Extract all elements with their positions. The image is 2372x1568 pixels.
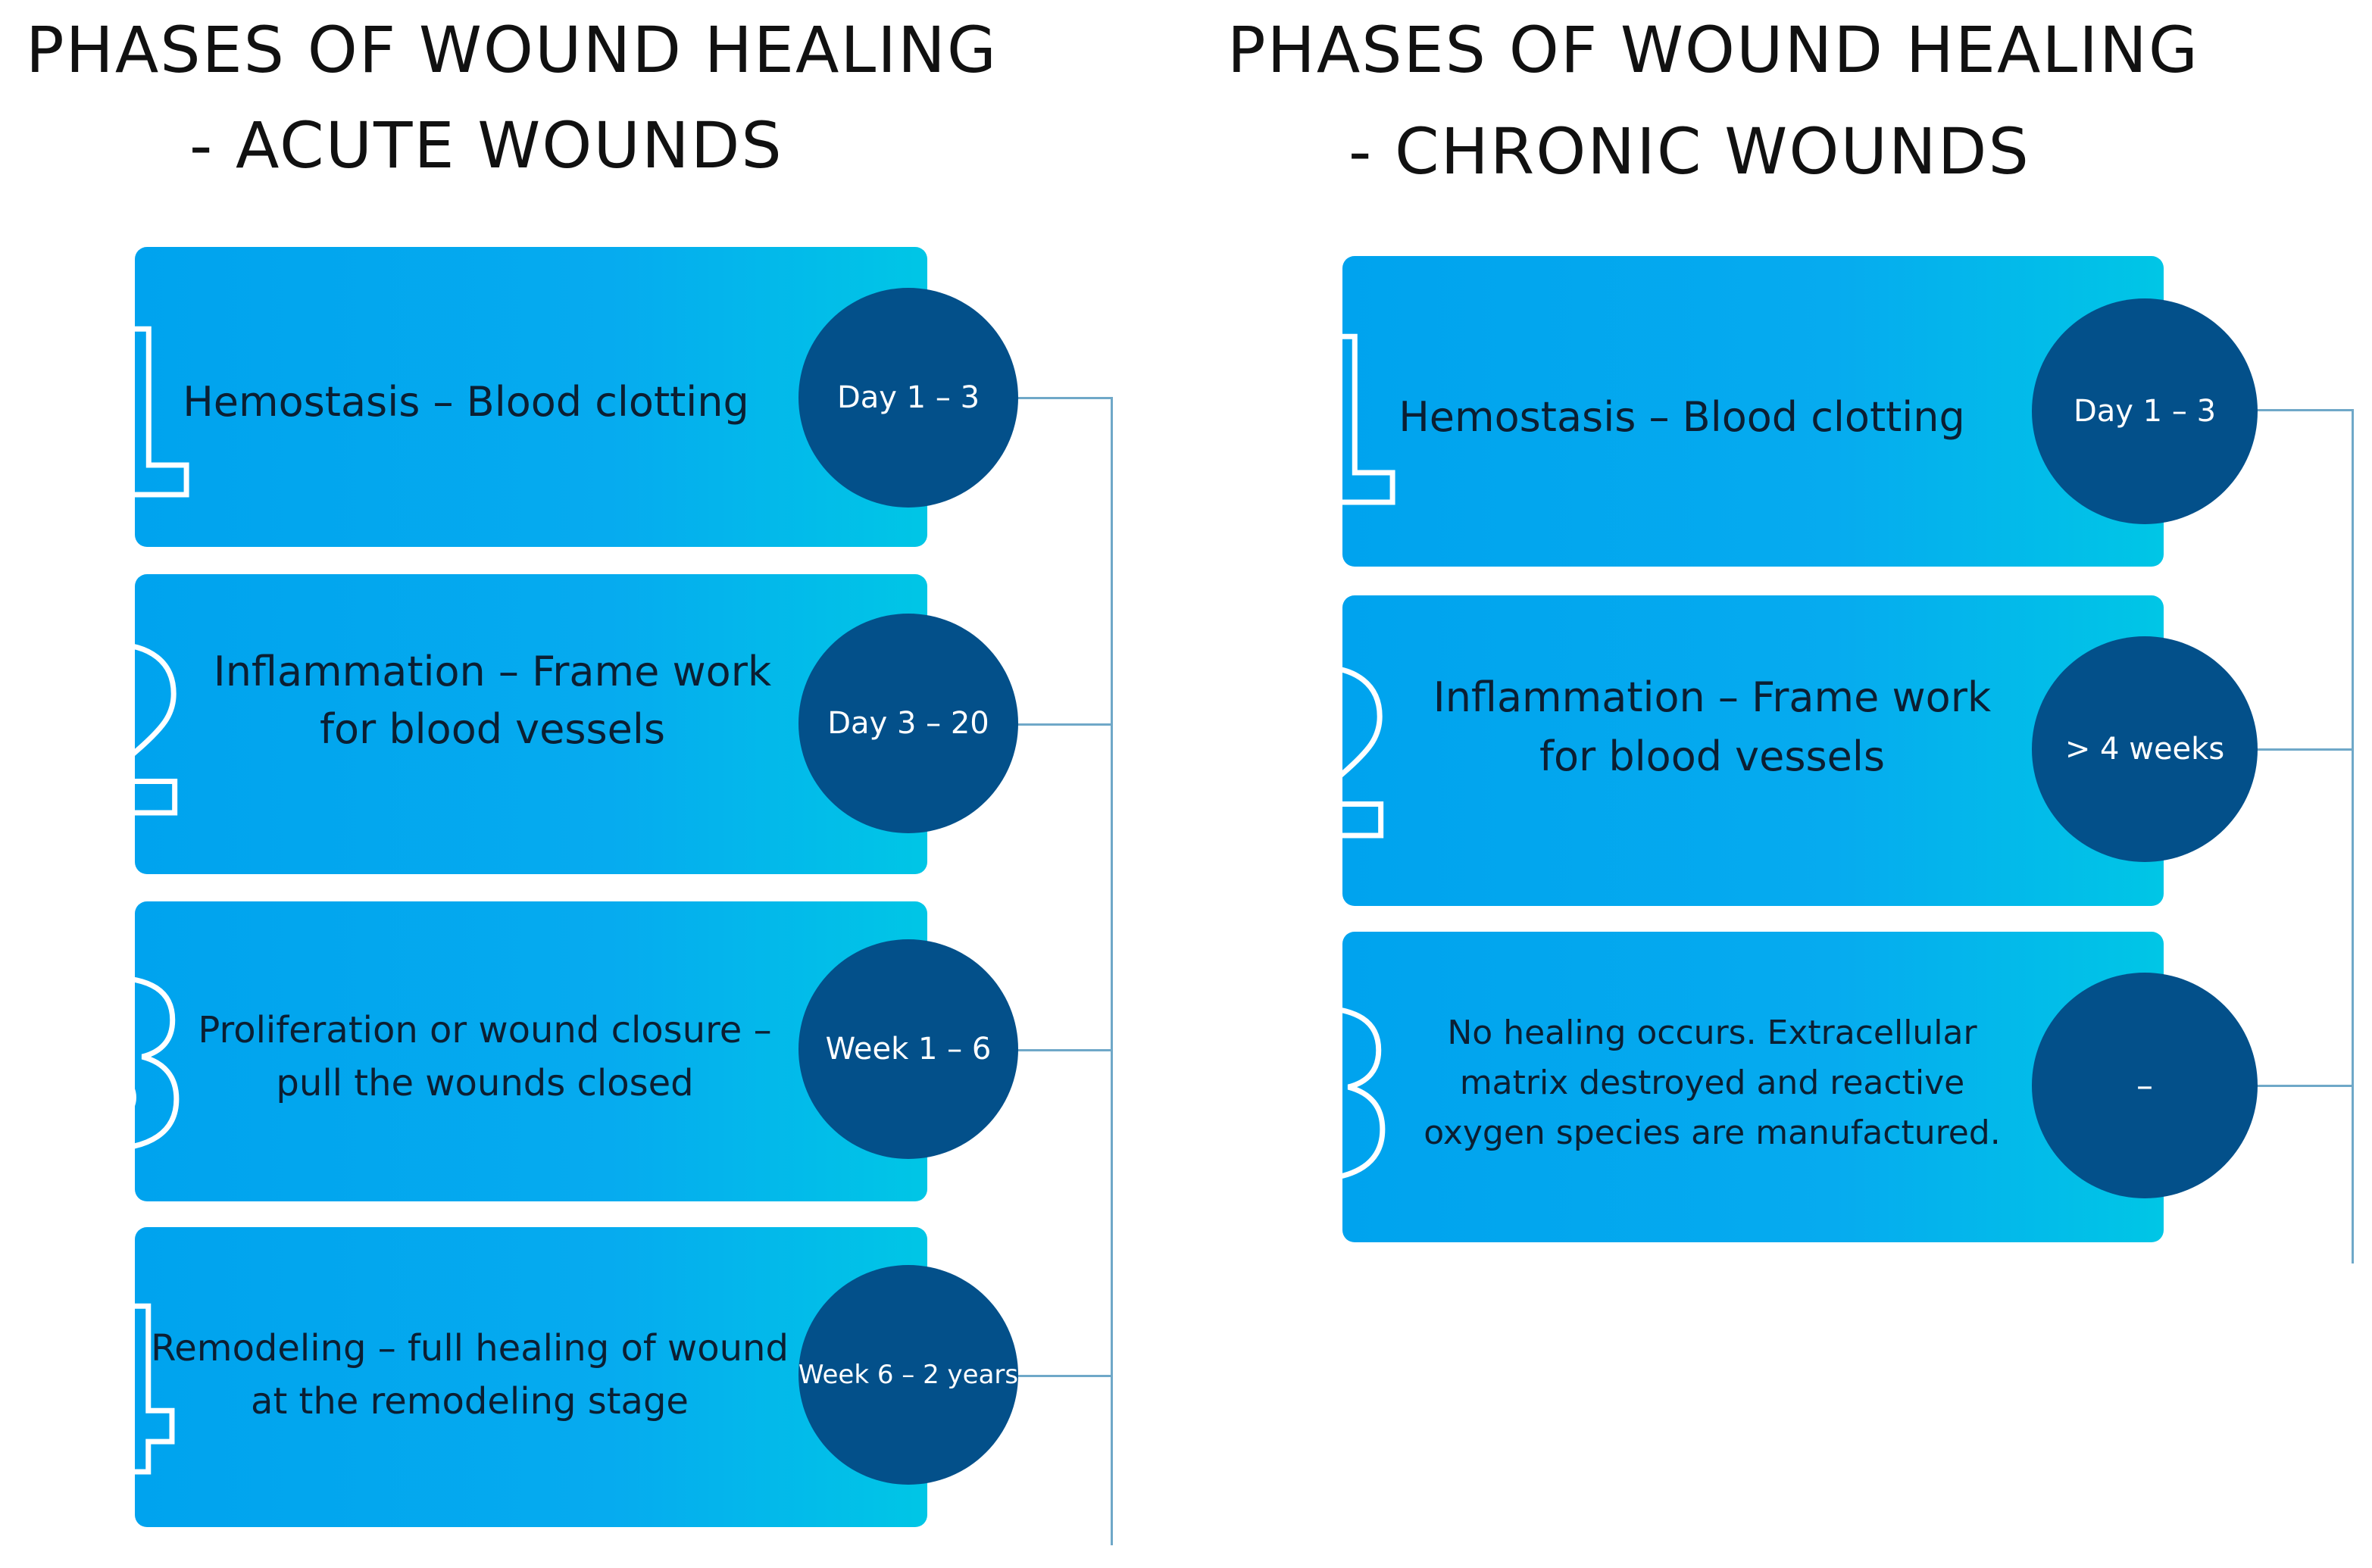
chronic-phase-2-description: Inflammation – Frame work for blood vess… bbox=[1433, 673, 1992, 780]
acute-phase-3-description: Proliferation or wound closure – pull th… bbox=[198, 1009, 772, 1104]
acute-phase-2-description: Inflammation – Frame work for blood vess… bbox=[213, 648, 772, 753]
chronic-phase-2-connector bbox=[2254, 748, 2353, 751]
chronic-phase-3-duration-badge: – bbox=[2032, 973, 2258, 1198]
acute-phase-1-connector bbox=[1015, 397, 1112, 399]
chronic-phase-3-number: 3 bbox=[1240, 966, 1404, 1230]
chronic-phase-3-card bbox=[1342, 932, 2164, 1242]
acute-phase-2-number: 2 bbox=[34, 602, 198, 867]
chronic-phase-2-duration-badge: > 4 weeks bbox=[2032, 636, 2258, 862]
acute-phase-4-card bbox=[135, 1227, 927, 1527]
chronic-phase-1-connector bbox=[2254, 409, 2353, 411]
acute-phase-2-card bbox=[135, 574, 927, 874]
acute-phase-2-connector bbox=[1015, 723, 1112, 726]
chronic-phase-1-duration-badge: Day 1 – 3 bbox=[2032, 298, 2258, 524]
acute-phase-1-duration-badge: Day 1 – 3 bbox=[798, 288, 1018, 508]
acute-phase-3-connector bbox=[1015, 1049, 1112, 1051]
acute-phase-1-card bbox=[135, 247, 927, 547]
acute-connector-line bbox=[1111, 397, 1113, 1545]
acute-phase-1-description: Hemostasis – Blood clotting bbox=[183, 377, 749, 426]
chronic-phase-1-card bbox=[1342, 256, 2164, 567]
acute-phase-3-card bbox=[135, 901, 927, 1201]
chronic-title-line1: PHASES OF WOUND HEALING bbox=[1227, 13, 2199, 87]
acute-phase-4-duration-badge: Week 6 – 2 years bbox=[798, 1265, 1018, 1485]
acute-phase-2-duration-badge: Day 3 – 20 bbox=[798, 614, 1018, 833]
chronic-connector-line bbox=[2352, 409, 2354, 1263]
acute-phase-4-connector bbox=[1015, 1375, 1112, 1377]
acute-title-line1: PHASES OF WOUND HEALING bbox=[26, 13, 998, 87]
acute-phase-1-number: 1 bbox=[42, 284, 205, 548]
acute-phase-3-number: 3 bbox=[34, 935, 198, 1200]
chronic-title-line2: - CHRONIC WOUNDS bbox=[1349, 114, 2030, 189]
chronic-phase-3-description: No healing occurs. Extracellular matrix … bbox=[1424, 1014, 2001, 1152]
chronic-phase-3-connector bbox=[2254, 1085, 2353, 1087]
acute-phase-4-number: 4 bbox=[22, 1261, 186, 1526]
acute-phase-3-duration-badge: Week 1 – 6 bbox=[798, 939, 1018, 1159]
acute-phase-4-description: Remodeling – full healing of wound at th… bbox=[151, 1327, 789, 1423]
chronic-phase-2-number: 2 bbox=[1240, 625, 1404, 889]
chronic-phase-1-number: 1 bbox=[1248, 292, 1411, 556]
chronic-phase-2-card bbox=[1342, 595, 2164, 906]
acute-title-line2: - ACUTE WOUNDS bbox=[189, 108, 783, 183]
chronic-phase-1-description: Hemostasis – Blood clotting bbox=[1399, 392, 1965, 441]
